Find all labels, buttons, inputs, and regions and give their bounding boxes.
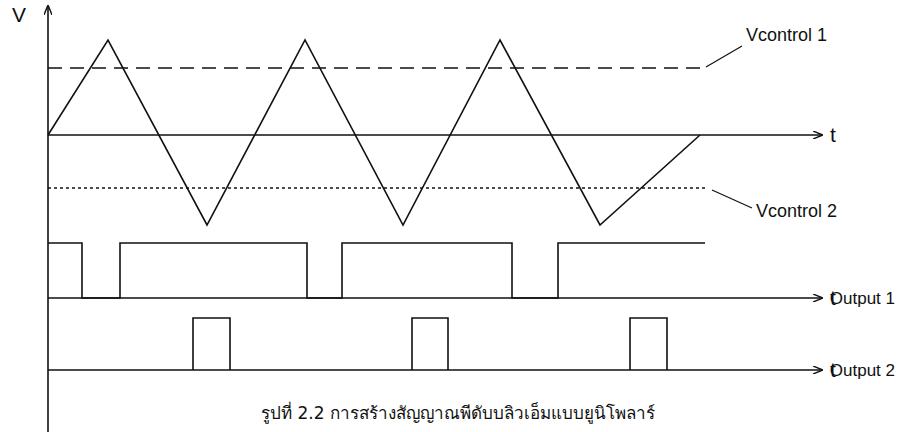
signal-name: Output 2: [830, 362, 895, 379]
signal-name: Vcontrol 1: [746, 26, 827, 44]
output-waveform: [48, 243, 705, 298]
axis-label: V: [12, 4, 26, 25]
signal-name: Output 1: [830, 290, 895, 307]
t-axis: [48, 369, 822, 371]
control-level-dashed: [48, 67, 705, 69]
leader-line: [706, 46, 742, 67]
output-pulse: [193, 318, 230, 370]
signal-name: Vcontrol 2: [756, 202, 837, 220]
v-axis: [47, 6, 49, 432]
t-axis: [48, 134, 822, 136]
output-pulse: [412, 318, 448, 370]
leader-line: [712, 190, 752, 208]
axis-label: t: [830, 124, 836, 145]
t-axis: [48, 297, 822, 299]
output-pulse: [630, 318, 667, 370]
figure-caption: รูปที่ 2.2 การสร้างสัญญาณพีดับบลิวเอ็มแบ…: [258, 404, 658, 423]
control-level-dotted: [48, 187, 705, 189]
